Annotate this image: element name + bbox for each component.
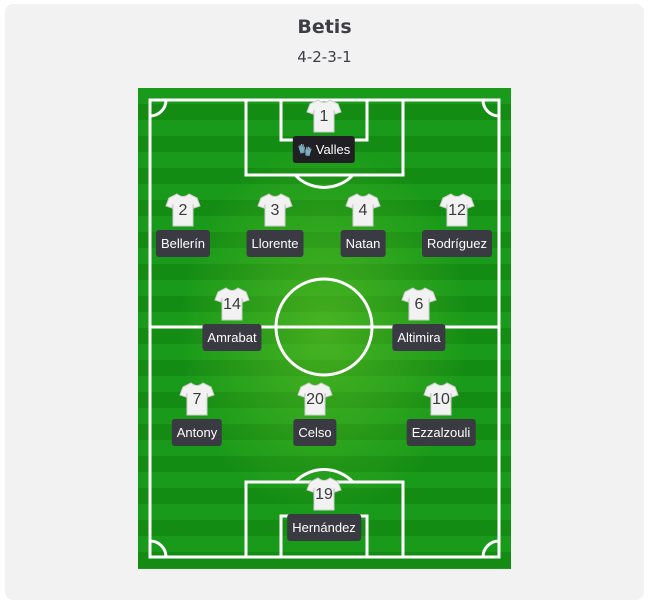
- player-name-label: Celso: [293, 419, 337, 446]
- team-name: Betis: [297, 16, 352, 38]
- player-name-label: Bellerín: [155, 230, 211, 257]
- player-number: 4: [358, 202, 368, 219]
- player-number: 3: [270, 202, 280, 219]
- shirt-icon: [306, 98, 342, 134]
- shirt-icon: [345, 192, 381, 228]
- player-number: 12: [448, 202, 466, 219]
- player-number: 10: [432, 391, 450, 408]
- player-name-label: Antony: [171, 419, 223, 446]
- goalkeeper-glove-icon: 🧤: [297, 143, 313, 157]
- shirt-icon: [257, 192, 293, 228]
- player-number: 2: [178, 202, 188, 219]
- pitch: 1 🧤Valles 2 Bellerín 3 Llorente 4 Natan …: [138, 88, 511, 569]
- player-name-label: Amrabat: [202, 324, 262, 351]
- player-number: 19: [315, 486, 333, 503]
- shirt-icon: [401, 286, 437, 322]
- shirt-icon: [214, 286, 250, 322]
- shirt-icon: [165, 192, 201, 228]
- shirt-icon: [439, 192, 475, 228]
- shirt-icon: [179, 381, 215, 417]
- player-name-label: Natan: [340, 230, 386, 257]
- player-number: 20: [306, 391, 324, 408]
- player-name-label: Hernández: [287, 514, 361, 541]
- shirt-icon: [423, 381, 459, 417]
- player-number: 1: [319, 108, 329, 125]
- shirt-icon: [306, 476, 342, 512]
- player-name-label: Rodríguez: [422, 230, 492, 257]
- player-name-label: Altimira: [392, 324, 446, 351]
- formation-label: 4-2-3-1: [297, 48, 352, 66]
- player-number: 14: [223, 296, 241, 313]
- player-number: 6: [414, 296, 424, 313]
- shirt-icon: [297, 381, 333, 417]
- player-name-label: 🧤Valles: [292, 136, 356, 163]
- player-name-label: Llorente: [246, 230, 304, 257]
- player-number: 7: [192, 391, 202, 408]
- player-name-label: Ezzalzouli: [406, 419, 476, 446]
